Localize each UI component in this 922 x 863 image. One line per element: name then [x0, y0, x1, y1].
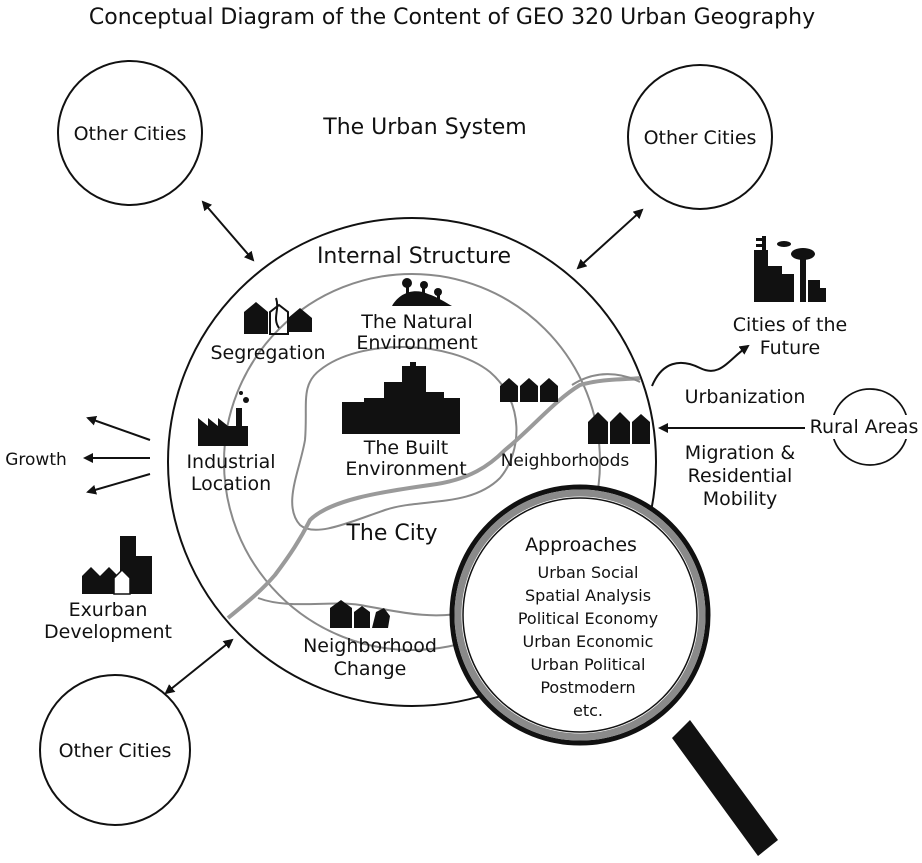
- cities-of-future-label-line2: Future: [760, 337, 821, 359]
- other-cities-circle-top-right: [627, 64, 773, 210]
- rural-areas-label: Rural Areas: [810, 416, 919, 438]
- exurban-buildings-icon: [82, 536, 152, 595]
- approach-spatial-analysis: Spatial Analysis: [525, 586, 651, 605]
- urbanization-label: Urbanization: [685, 386, 806, 408]
- river-line-branch: [257, 597, 471, 617]
- approach-postmodern: Postmodern: [540, 678, 635, 697]
- approach-urban-social: Urban Social: [538, 563, 639, 582]
- exurban-label-line1: Exurban: [69, 599, 148, 621]
- other-cities-label-top-left: Other Cities: [74, 123, 187, 145]
- built-environment-boundary: [291, 346, 518, 531]
- segregation-label: Segregation: [211, 342, 326, 364]
- migration-label-line2: Residential: [688, 465, 793, 487]
- river-line-main: [226, 376, 641, 620]
- the-city-label: The City: [345, 521, 437, 546]
- migration-label-line3: Mobility: [703, 488, 778, 510]
- urban-system-label: The Urban System: [322, 115, 526, 140]
- changing-houses-icon: [330, 600, 390, 628]
- neighborhood-change-label-line1: Neighborhood: [303, 635, 437, 657]
- growth-label: Growth: [5, 450, 67, 470]
- edge-row-houses-icon: [588, 412, 650, 444]
- other-cities-circle-top-left: [57, 60, 203, 206]
- built-environment-label-line1: The Built: [363, 437, 448, 459]
- arrow-top-left-link: [201, 200, 255, 262]
- factory-icon: [198, 391, 249, 446]
- industrial-location-label-line1: Industrial: [186, 451, 275, 473]
- internal-structure-label: Internal Structure: [317, 244, 511, 269]
- futuristic-city-icon: [754, 236, 826, 302]
- industrial-location-label-line2: Location: [191, 473, 271, 495]
- arrow-top-right-link: [576, 208, 644, 270]
- neighborhoods-label: Neighborhoods: [501, 451, 630, 471]
- city-middle-ring: [223, 273, 601, 651]
- city-outer-circle: [167, 217, 657, 707]
- rural-areas-label-bg: [805, 415, 921, 439]
- growth-arrow-down: [86, 473, 151, 495]
- approach-political-economy: Political Economy: [518, 609, 658, 628]
- natural-environment-label-line2: Environment: [356, 332, 477, 354]
- cities-of-future-label-line1: Cities of the: [733, 314, 847, 336]
- row-houses-icon: [500, 378, 558, 402]
- other-cities-label-bottom-left: Other Cities: [59, 740, 172, 762]
- other-cities-circle-bottom-left: [39, 674, 191, 826]
- natural-environment-label-line1: The Natural: [360, 311, 472, 333]
- neighborhood-change-label-line2: Change: [334, 658, 407, 680]
- arrow-bottom-left-link: [164, 638, 234, 695]
- diagram-title: Conceptual Diagram of the Content of GEO…: [89, 5, 815, 30]
- houses-icon: [244, 297, 312, 335]
- magnifying-glass-icon: [449, 484, 778, 856]
- approach-etc: etc.: [573, 701, 603, 720]
- built-environment-label-line2: Environment: [345, 458, 466, 480]
- exurban-label-line2: Development: [44, 621, 172, 643]
- skyline-icon: [342, 362, 460, 434]
- other-cities-label-top-right: Other Cities: [644, 127, 757, 149]
- approach-urban-political: Urban Political: [531, 655, 646, 674]
- migration-label-line1: Migration &: [685, 442, 796, 464]
- river-line-east: [571, 373, 641, 386]
- growth-arrow-up: [86, 415, 151, 441]
- approaches-title: Approaches: [525, 534, 637, 556]
- hill-trees-icon: [392, 278, 452, 306]
- approach-urban-economic: Urban Economic: [523, 632, 654, 651]
- urbanization-arrow: [651, 344, 750, 387]
